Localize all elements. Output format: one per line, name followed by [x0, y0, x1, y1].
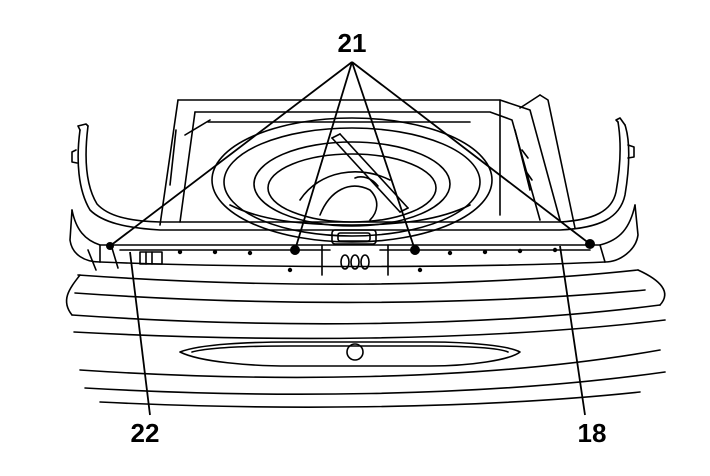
callout-18: 18 [578, 418, 607, 448]
bumper-reflector [179, 341, 521, 367]
center-latch [321, 229, 389, 276]
rear-bumper-fascia [65, 269, 666, 408]
spare-tire [211, 117, 493, 243]
leader-lines [109, 61, 591, 416]
callout-22: 22 [131, 418, 160, 448]
trunk-compartment [159, 94, 576, 229]
callout-21: 21 [338, 28, 367, 58]
left-bracket [87, 247, 163, 271]
